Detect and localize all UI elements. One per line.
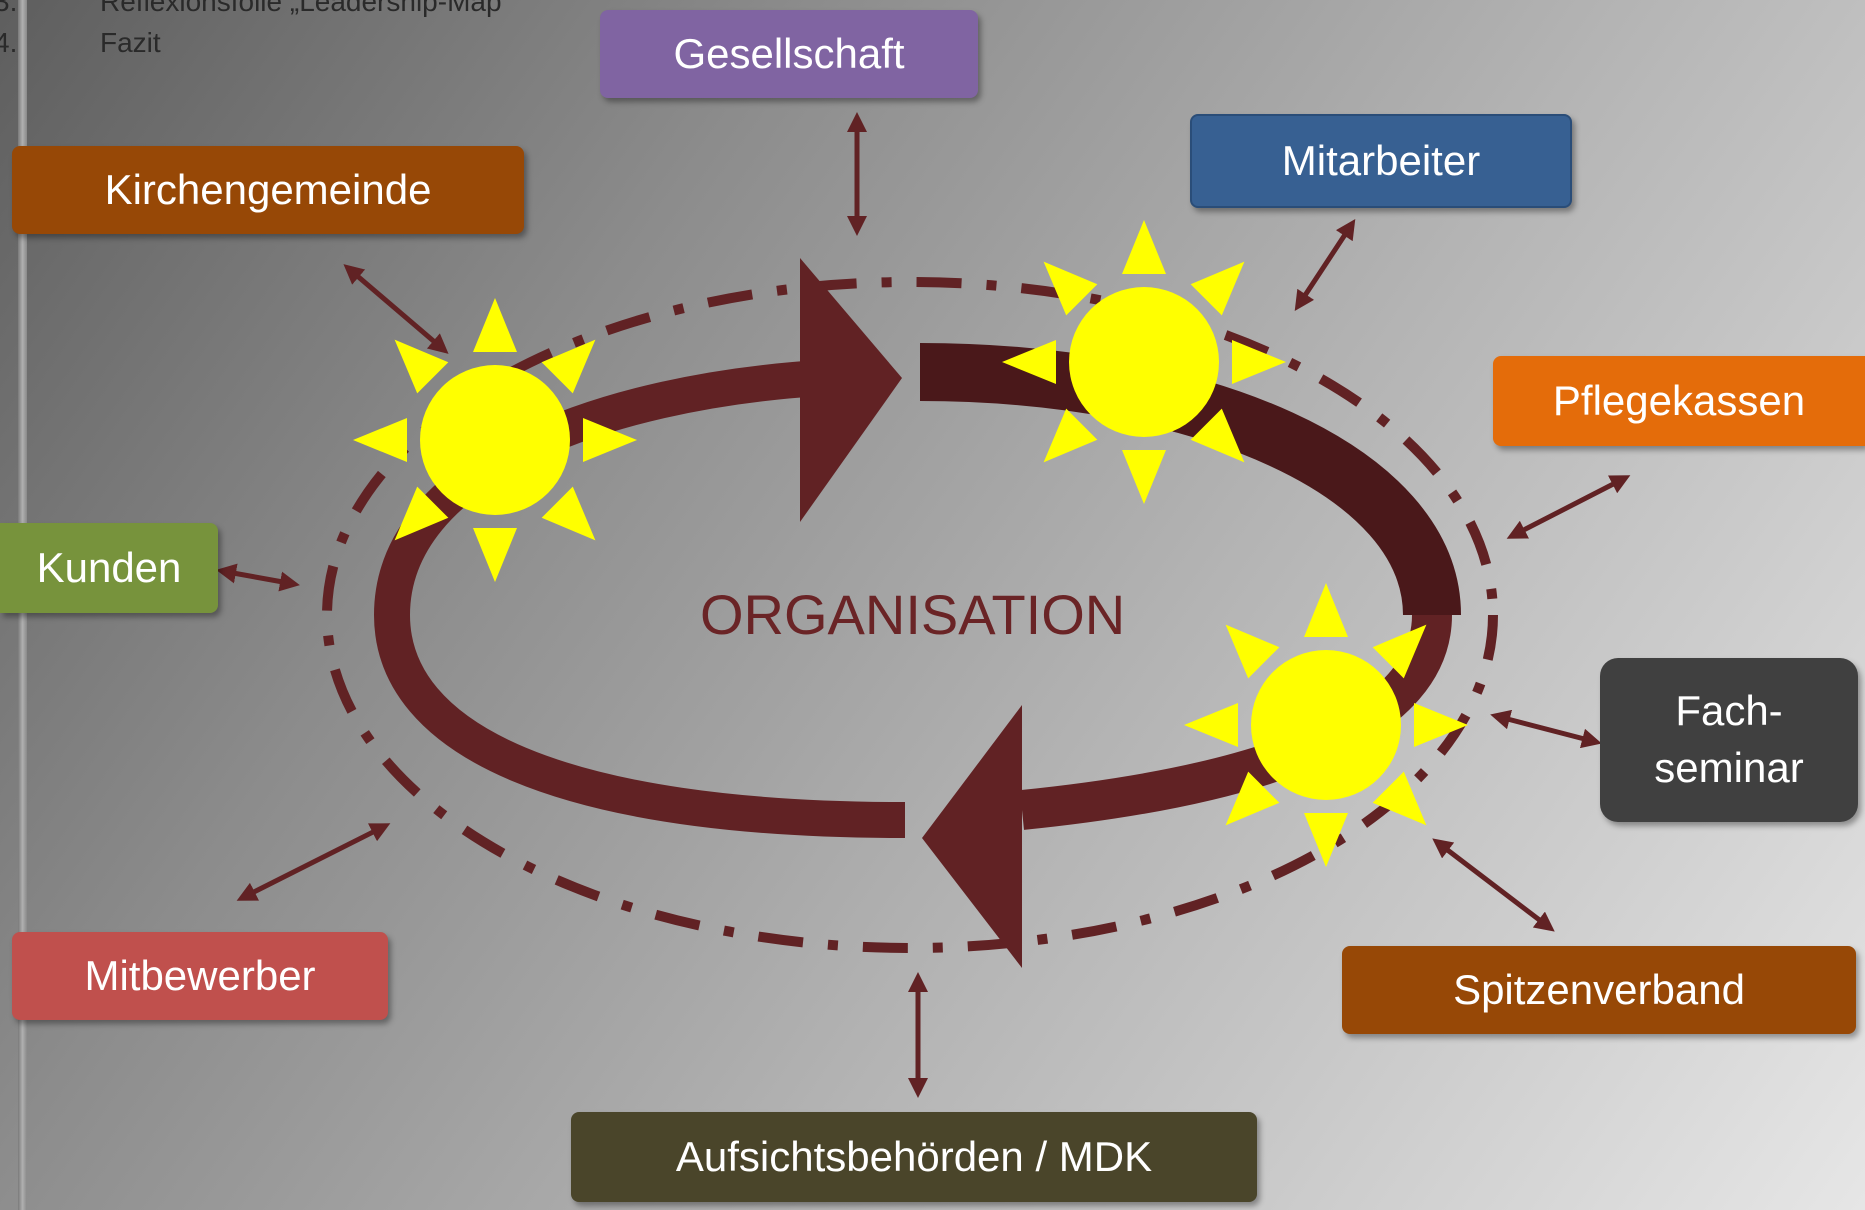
double-arrow-icon [343,264,449,354]
agenda-number: 4. [0,27,18,58]
agenda-text: Fazit [100,27,161,58]
double-arrow-icon [216,563,300,592]
kirchengemeinde-box: Kirchengemeinde [12,146,524,234]
sun-icon [353,298,637,582]
kunden-box: Kunden [0,523,218,613]
boundary-ellipse [322,277,1498,953]
pflegekassen-box: Pflegekassen [1493,356,1865,446]
fachseminar-line2: seminar [1654,744,1804,791]
fachseminar-line1: Fach- [1675,687,1783,735]
double-arrow-icon [1294,218,1356,312]
sun-icon [1002,220,1286,504]
fachseminar-box: Fach- seminar [1600,658,1858,822]
gesellschaft-box: Gesellschaft [600,10,978,98]
mitbewerber-box: Mitbewerber [12,932,388,1020]
organisation-label: ORGANISATION [700,583,1126,646]
spitzenverband-box: Spitzenverband [1342,946,1856,1034]
mitarbeiter-box: Mitarbeiter [1190,114,1572,208]
double-arrow-icon [1432,838,1555,932]
agenda-text: Reflexionsfolie „Leadership-Map“ [100,0,511,17]
double-arrow-icon [1490,709,1602,749]
double-arrow-icon [1506,475,1631,539]
double-arrow-icon [236,823,391,901]
aufsicht-box: Aufsichtsbehörden / MDK [571,1112,1257,1202]
sun-icon [1184,583,1468,867]
agenda-number: 3. [0,0,18,17]
